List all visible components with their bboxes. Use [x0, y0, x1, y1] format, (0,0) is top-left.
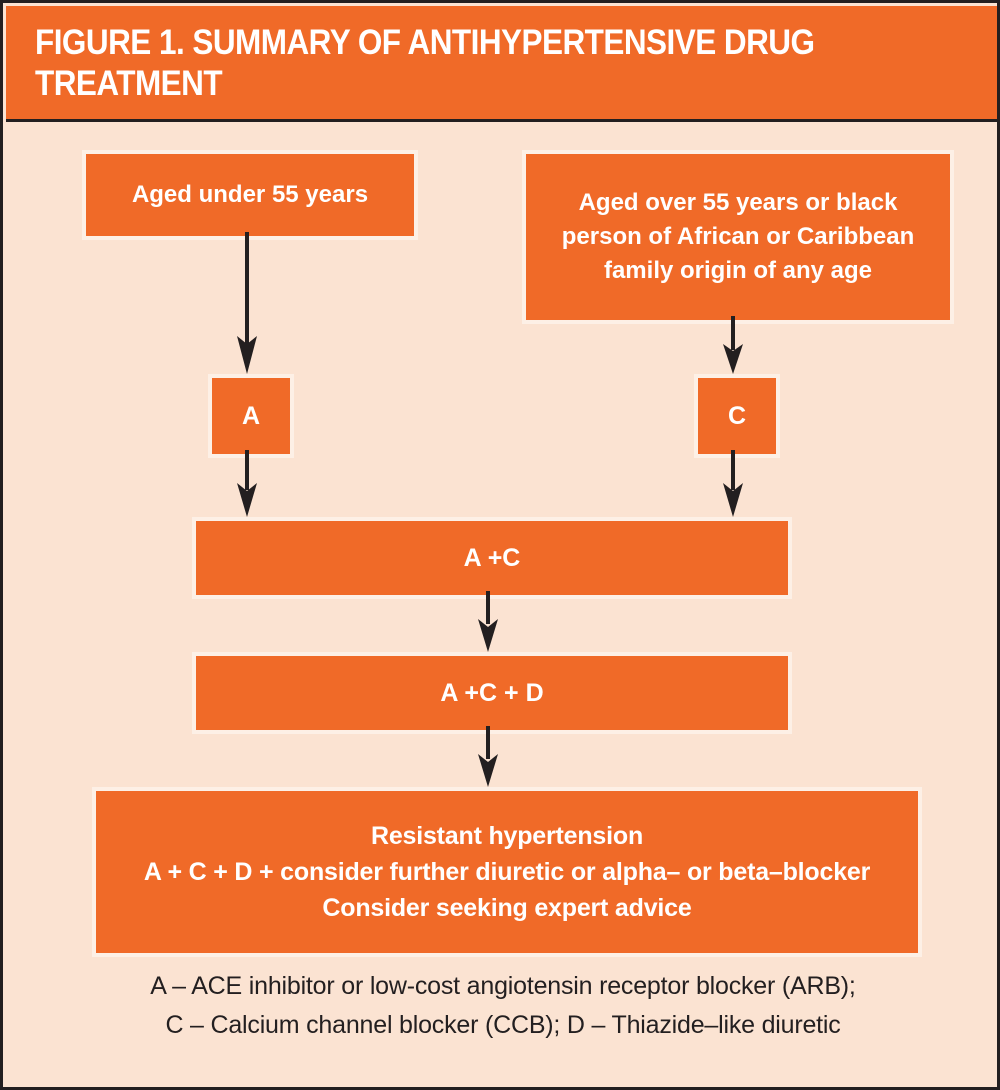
- down-arrow-icon: [720, 450, 746, 517]
- flow-node-over55: Aged over 55 years or black person of Af…: [522, 150, 954, 324]
- flow-node-acd: A +C + D: [192, 652, 792, 734]
- flow-node-label: Aged under 55 years: [131, 181, 369, 208]
- flowchart-canvas: Aged under 55 years Aged over 55 years o…: [6, 125, 997, 1087]
- figure-header: Figure 1. Summary of antihypertensive dr…: [6, 6, 997, 122]
- flow-node-ac: A +C: [192, 517, 792, 599]
- down-arrow-icon: [475, 726, 501, 787]
- flow-node-a: A: [208, 374, 294, 458]
- figure-footnote: A – ACE inhibitor or low-cost angiotensi…: [150, 972, 856, 1039]
- flow-node-label: A +C: [463, 544, 521, 572]
- flow-node-label: A +C + D: [440, 679, 544, 707]
- figure-title: Figure 1. Summary of antihypertensive dr…: [35, 23, 815, 103]
- flow-node-label: Aged over 55 years or black person of Af…: [561, 189, 915, 284]
- flow-node-label: C: [727, 402, 747, 430]
- down-arrow-icon: [234, 232, 260, 374]
- down-arrow-icon: [720, 316, 746, 374]
- flow-node-label: A: [241, 402, 261, 430]
- down-arrow-icon: [234, 450, 260, 517]
- flow-node-label: Resistant hypertension A + C + D + consi…: [143, 822, 871, 922]
- flow-node-c: C: [694, 374, 780, 458]
- flow-node-under55: Aged under 55 years: [82, 150, 418, 240]
- down-arrow-icon: [475, 591, 501, 652]
- flow-node-resistant-hypertension: Resistant hypertension A + C + D + consi…: [92, 787, 922, 957]
